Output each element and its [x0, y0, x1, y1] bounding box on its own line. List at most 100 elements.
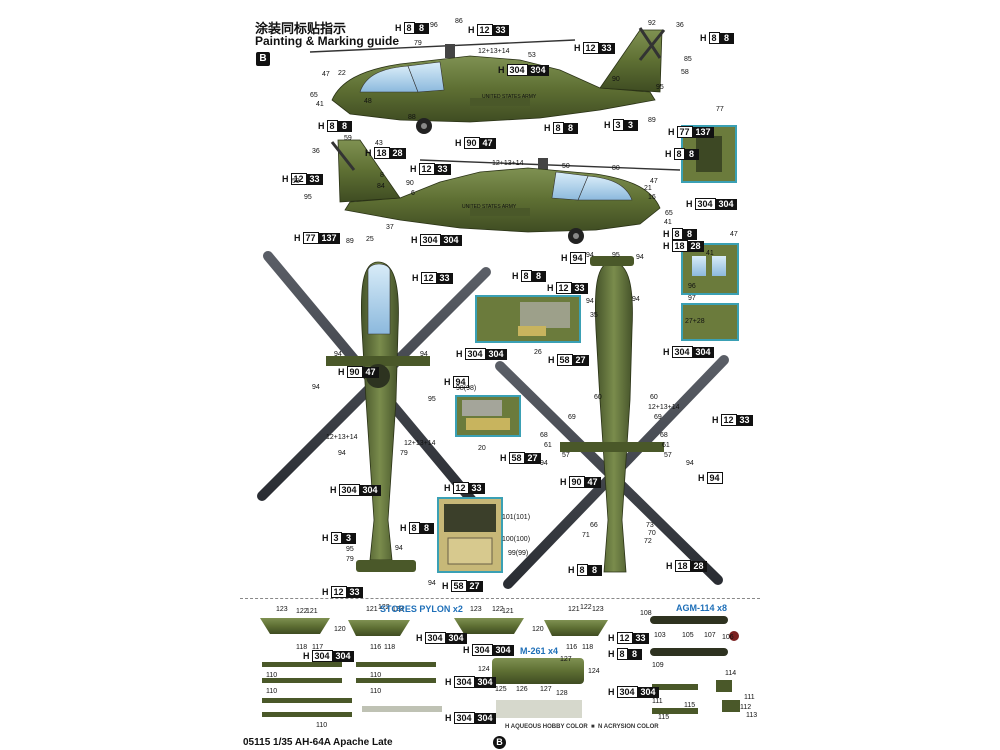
callout-acrysion-code: 28	[389, 147, 406, 159]
callout-aqueous-code: 8	[403, 22, 415, 34]
part-number: 96	[430, 22, 438, 29]
callout-h: H	[338, 367, 345, 377]
tail-rotor-blade	[638, 27, 662, 59]
callout-h: H	[574, 43, 581, 53]
part-number: 60	[594, 394, 602, 401]
agm-label: AGM-114 x8	[676, 603, 728, 613]
part-number: 94	[395, 545, 403, 552]
callout-aqueous-code: 90	[463, 137, 480, 149]
callout-aqueous-code: 8	[552, 122, 564, 134]
bottom-view-heli	[495, 256, 729, 589]
callout-h: H	[608, 649, 615, 659]
callout-h: H	[294, 233, 301, 243]
part-number: 123	[592, 606, 604, 613]
callout-aqueous-code: 18	[674, 560, 691, 572]
part-number: 20	[478, 445, 486, 452]
callout-acrysion-code: 33	[736, 414, 753, 426]
part-number: 117	[312, 644, 324, 651]
part-number: 50	[562, 163, 570, 170]
part-number: 72	[644, 538, 652, 545]
callout-acrysion-code: 8	[627, 648, 642, 660]
part-number: 69	[568, 414, 576, 421]
fuselage-marking: UNITED STATES ARMY	[482, 94, 537, 100]
part-number: 84	[377, 183, 385, 190]
part-number: 115	[658, 714, 670, 721]
part-number: 48	[364, 98, 372, 105]
part-number: 111	[744, 694, 755, 701]
part-number: 58	[292, 178, 300, 185]
top-view-heli	[257, 251, 491, 572]
callout-h: H	[712, 415, 719, 425]
callout-acrysion-code: 8	[563, 122, 578, 134]
part-number: 127	[540, 686, 552, 693]
callout-aqueous-code: 304	[616, 686, 638, 698]
callout-aqueous-code: 58	[556, 354, 573, 366]
tail-stabilizer	[356, 560, 416, 572]
part-number: 8	[380, 172, 384, 179]
callout-h: H	[445, 713, 452, 723]
part-number: 41	[664, 219, 672, 226]
callout-aqueous-code: 18	[373, 147, 390, 159]
callout-h: H	[411, 235, 418, 245]
part-number: 100(100)	[502, 536, 531, 543]
part-number: 94	[428, 580, 436, 587]
callout-h: H	[666, 561, 673, 571]
part-number: 47	[730, 231, 738, 238]
part-number: 68	[540, 432, 548, 439]
part-number: 110	[370, 688, 382, 695]
callout-h: H	[544, 123, 551, 133]
callout-h: H	[444, 483, 451, 493]
callout-h: H	[468, 25, 475, 35]
part-number: 88	[408, 114, 416, 121]
rocket-pod	[492, 658, 584, 684]
part-number: 111	[652, 698, 663, 705]
stores-pylon-label: STORES PYLON x2	[380, 604, 463, 614]
callout-acrysion-code: 304	[715, 198, 737, 210]
callout-aqueous-code: 8	[708, 32, 720, 44]
inset-engine	[475, 295, 581, 343]
callout-aqueous-code: 304	[464, 348, 486, 360]
part-number: 109	[652, 662, 664, 669]
page-title-en: Painting & Marking guide	[255, 34, 400, 48]
part-number: 98(98)	[456, 385, 477, 392]
callout-h: H	[463, 645, 470, 655]
callout-h: H	[665, 149, 672, 159]
part-number: 90	[406, 180, 414, 187]
part-number: 12+13+14	[326, 434, 358, 441]
callout-acrysion-code: 304	[527, 64, 549, 76]
part-number: 16	[648, 194, 656, 201]
part-number: 94	[312, 384, 320, 391]
callout-aqueous-code: 12	[476, 24, 493, 36]
part-number: 12+13+14	[492, 160, 524, 167]
callout-acrysion-code: 33	[434, 163, 451, 175]
callout-aqueous-code: 12	[418, 163, 435, 175]
part-number: 118	[296, 644, 308, 651]
part-number: 96	[688, 283, 696, 290]
canopy-rear	[407, 61, 445, 93]
section-badge: B	[256, 52, 270, 66]
callout-h: H	[668, 127, 675, 137]
callout-acrysion-code: 8	[419, 522, 434, 534]
part-number: 60	[650, 394, 658, 401]
callout-aqueous-code: 3	[330, 532, 342, 544]
part-number: 80	[612, 165, 620, 172]
part-number: 79	[346, 556, 354, 563]
part-number: 95	[428, 396, 436, 403]
